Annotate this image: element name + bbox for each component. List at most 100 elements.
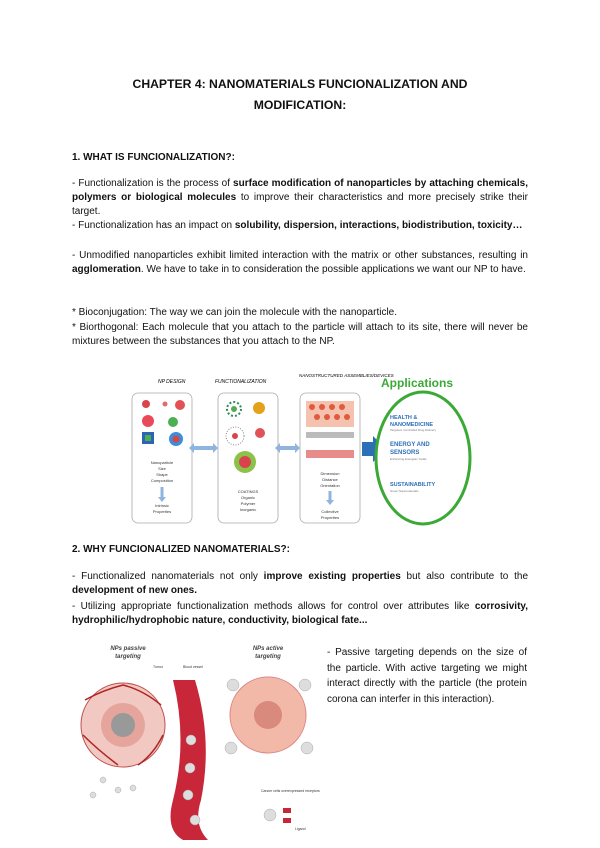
blood-np xyxy=(184,762,196,774)
bold-span: development of new ones. xyxy=(72,585,198,596)
section2-heading: 2. WHY FUNCIONALIZED NANOMATERIALS?: xyxy=(72,544,290,555)
assembly-layer-2 xyxy=(306,450,354,458)
ligand-np xyxy=(226,401,242,417)
bold-span: solubility, dispersion, interactions, bi… xyxy=(234,220,523,231)
text-span: - Functionalization has an impact on xyxy=(72,220,235,231)
section1-heading: 1. WHAT IS FUNCIONALIZATION?: xyxy=(72,152,235,163)
app-sustainability: SUSTAINABILITY xyxy=(390,482,435,488)
fig1-col1-text: Intrinsic xyxy=(155,503,169,508)
down-arrow-head xyxy=(158,497,166,502)
applications-arrow xyxy=(362,436,386,462)
section1-paragraph-1: - Functionalization is the process of su… xyxy=(72,177,528,219)
fig1-col3-title: NANOSTRUCTURED ASSEMBLIES/DEVICES xyxy=(299,373,394,378)
free-np xyxy=(89,791,97,799)
vessel-branch xyxy=(82,734,119,766)
fig1-col2-text: COATINGS xyxy=(238,489,259,494)
label-ligand: Ligand xyxy=(295,827,306,831)
tumor-nucleus xyxy=(111,713,135,737)
title-line-2: MODIFICATION: xyxy=(253,98,347,112)
label-cancer: Cancer cells overexpressed receptors xyxy=(261,789,320,793)
section1-paragraph-3: - Unmodified nanoparticles exhibit limit… xyxy=(72,249,528,277)
assembly-dot xyxy=(329,404,335,410)
assembly-dot xyxy=(339,404,345,410)
bold-span: improve existing properties xyxy=(263,571,401,582)
active-title-line2: targeting xyxy=(255,654,281,660)
assembly-layer xyxy=(306,432,354,438)
fig1-col1-text: Composition xyxy=(151,478,173,483)
text-span: - Functionalization is the process of xyxy=(72,178,234,189)
app-health-sub: Targeted, Controlled Drug Delivery xyxy=(390,428,437,432)
cancer-cell-nucleus xyxy=(254,701,282,729)
app-nanomedicine: NANOMEDICINE xyxy=(390,422,433,428)
app-sensors: SENSORS xyxy=(390,450,419,456)
section2-paragraph-2: - Utilizing appropriate functionalizatio… xyxy=(72,600,528,628)
receptor xyxy=(283,808,291,813)
free-np xyxy=(99,776,107,784)
targeted-np xyxy=(263,808,277,822)
np-core xyxy=(172,435,180,443)
blood-vessel xyxy=(170,680,208,840)
page-title: CHAPTER 4: NANOMATERIALS FUNCIONALIZATIO… xyxy=(72,74,528,116)
fig1-col3-text: Properties xyxy=(321,515,339,520)
targeted-np xyxy=(226,678,240,692)
fig1-applications-title: Applications xyxy=(381,376,453,390)
text-span: to improve their characteristics and mor… xyxy=(72,192,528,217)
assembly-dot xyxy=(309,404,315,410)
coated-np xyxy=(255,428,265,438)
assembly-dot xyxy=(344,414,350,420)
ligand-np-core xyxy=(231,406,237,412)
np-star xyxy=(142,415,154,427)
text-span: - Functionalized nanomaterials not only xyxy=(72,571,264,582)
fig1-col1-text: Properties xyxy=(153,509,171,514)
biorthogonal-note: * Biorthogonal: Each molecule that you a… xyxy=(72,322,528,347)
blood-np xyxy=(189,814,201,826)
targeted-np xyxy=(300,741,314,755)
np-sphere xyxy=(142,400,150,408)
applications-ellipse xyxy=(374,390,472,526)
assembly-dot xyxy=(324,414,330,420)
section2-paragraph-1: - Functionalized nanomaterials not only … xyxy=(72,570,528,598)
vessel-branch xyxy=(137,734,164,766)
text-span: . We have to take in to consideration th… xyxy=(140,264,526,275)
np-cube-core xyxy=(145,435,151,441)
polymer-np-core xyxy=(232,433,238,439)
receptor xyxy=(283,818,291,823)
bold-span: surface modification of nanoparticles by… xyxy=(72,178,528,203)
blood-np xyxy=(185,734,197,746)
targeting-figure: NPs passive targeting NPs active targeti… xyxy=(80,646,320,840)
fig1-col2-text: Inorganic xyxy=(240,507,256,512)
passive-title-line1: NPs passive xyxy=(110,646,146,652)
assembly-dot xyxy=(314,414,320,420)
assembly-dot xyxy=(334,414,340,420)
app-energy: ENERGY AND xyxy=(390,442,430,448)
fig1-col2-title: FUNCTIONALIZATION xyxy=(215,379,267,385)
fig1-col3-text: Collective xyxy=(321,509,339,514)
bold-span: agglomeration xyxy=(72,264,141,275)
spiky-np xyxy=(253,402,265,414)
free-np xyxy=(129,784,137,792)
polymer-np xyxy=(225,426,245,446)
targeted-np xyxy=(224,741,238,755)
np-sphere-small xyxy=(162,401,168,407)
vessel-branch xyxy=(84,684,162,706)
fig1-col1-text: Nanoparticle xyxy=(151,460,174,465)
fig1-col2-text: Polymer xyxy=(241,501,256,506)
text-span: - Utilizing appropriate functionalizatio… xyxy=(72,601,475,612)
app-health: HEALTH & xyxy=(390,415,417,421)
functionalization-figure: NP DESIGN FUNCTIONALIZATION NANOSTRUCTUR… xyxy=(131,373,472,526)
bioconjugation-note: * Bioconjugation: The way we can join th… xyxy=(72,307,398,318)
app-sustainability-sub: Green Nanomaterials xyxy=(390,489,419,493)
text-span: but also contribute to the xyxy=(400,571,529,582)
targeted-np xyxy=(298,678,312,692)
active-title-line1: NPs active xyxy=(253,646,284,652)
section1-paragraph-2: - Functionalization has an impact on sol… xyxy=(72,219,528,233)
bold-span: corrosivity, hydrophilic/hydrophobic nat… xyxy=(72,601,528,626)
free-np xyxy=(114,786,122,794)
fig1-col3-text: Distance xyxy=(322,477,338,482)
fig1-col1-title: NP DESIGN xyxy=(158,379,186,385)
fig1-col3-text: Dimension xyxy=(321,471,340,476)
double-arrow-2-heads xyxy=(275,443,300,453)
assembly-dot xyxy=(319,404,325,410)
down-arrow-3-head xyxy=(326,500,334,505)
